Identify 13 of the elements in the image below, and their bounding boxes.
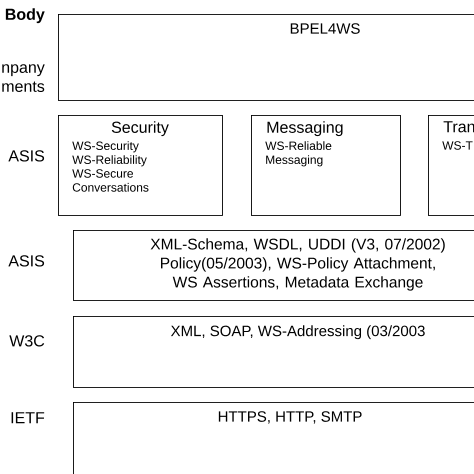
layer-box: XML-Schema, WSDL, UDDI (V3, 07/2002) Policy(05/2003), WS-Policy Attachment, WS Assertions, Metadata Exchange — [73, 230, 474, 301]
layer-label: Body — [6, 8, 45, 24]
layer-box: XML, SOAP, WS-Addressing (03/2003 — [73, 316, 474, 388]
layer-box: Security WS-Security WS-Reliability WS-Secure Conversations — [58, 115, 223, 216]
layer-box: Tran WS-T — [428, 115, 474, 216]
layer-label: IETF — [12, 412, 44, 424]
layer-label: ASIS — [8, 255, 44, 267]
layer-box: BPEL4WS — [58, 14, 474, 101]
layer-label: ASIS — [8, 150, 44, 162]
layer-label: npany ments — [2, 64, 45, 92]
layer-box: HTTPS, HTTP, SMTP — [73, 402, 474, 474]
layer-box: Messaging WS-Reliable Messaging — [251, 115, 401, 216]
layer-label: W3C — [9, 335, 44, 347]
